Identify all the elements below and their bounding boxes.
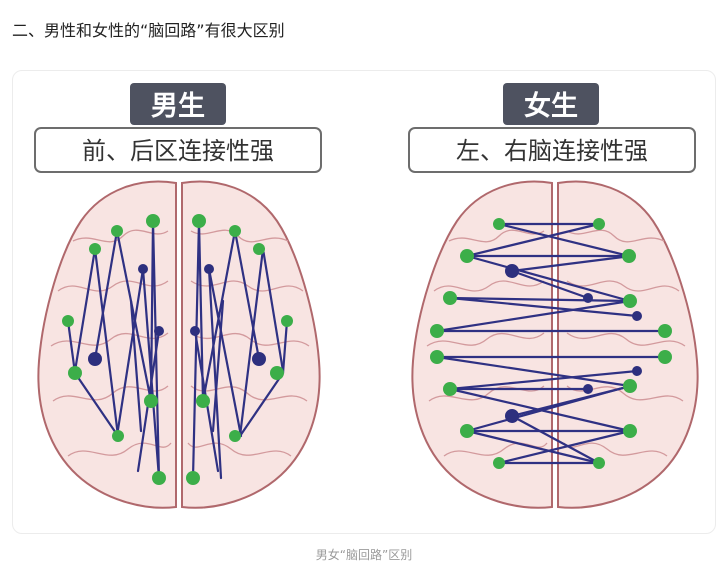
male-subtitle-box xyxy=(34,127,322,173)
female-brain-illustration xyxy=(411,180,699,509)
female-title-box xyxy=(503,83,599,125)
male-nodes xyxy=(62,214,293,485)
male-subtitle: 前、后区连接性强 xyxy=(82,137,274,165)
male-title: 男生 xyxy=(151,91,205,122)
section-heading: 二、男性和女性的“脑回路”有很大区别 xyxy=(12,21,285,40)
female-subtitle: 左、右脑连接性强 xyxy=(456,137,648,165)
female-nodes xyxy=(430,218,672,469)
female-panel: 女生 左、右脑连接性强 xyxy=(408,83,699,509)
male-brain-illustration xyxy=(37,180,321,509)
male-title-box xyxy=(130,83,226,125)
female-connections xyxy=(435,222,667,465)
female-title: 女生 xyxy=(524,90,578,122)
male-panel: 男生 前、后区连接性强 xyxy=(34,83,322,509)
female-left-hemisphere xyxy=(411,180,553,509)
female-right-hemisphere xyxy=(557,180,699,509)
brain-connectivity-figure: 男生 前、后区连接性强 xyxy=(12,70,716,534)
figure-caption: 男女“脑回路”区别 xyxy=(315,548,413,562)
female-subtitle-box xyxy=(408,127,696,173)
female-gyri xyxy=(426,229,686,457)
